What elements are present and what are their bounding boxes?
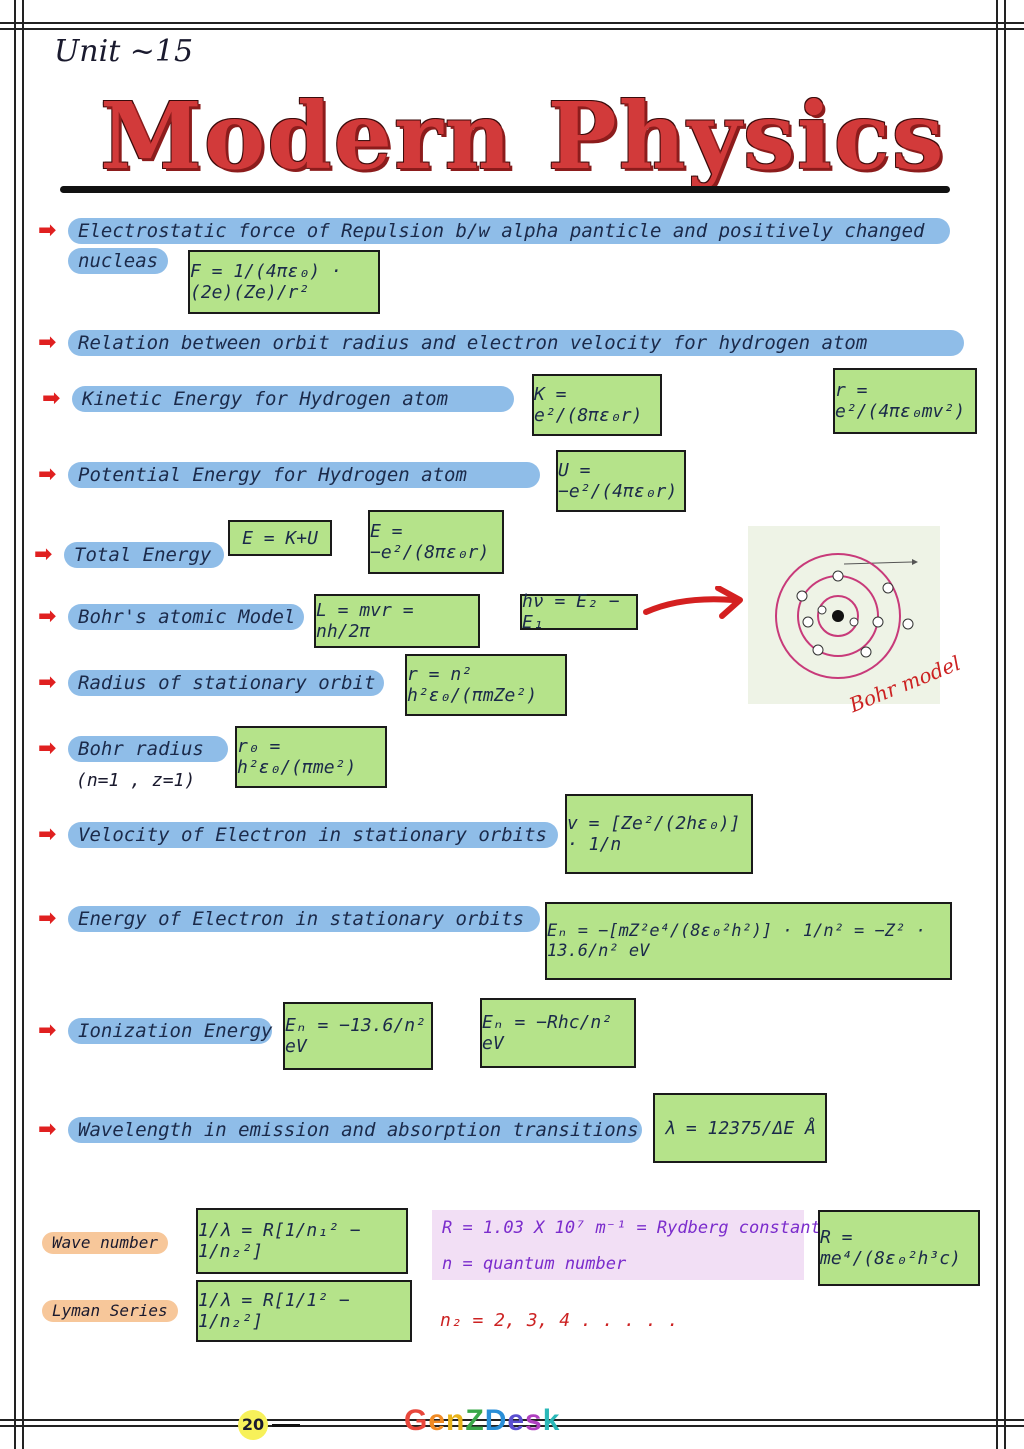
arrow-icon: ➡ [38, 462, 57, 487]
arrow-icon: ➡ [38, 736, 57, 761]
formula-kinetic: K = e²/(8πε₀r) [532, 374, 662, 436]
arrow-icon: ➡ [38, 822, 57, 847]
arrow-icon: ➡ [42, 386, 61, 411]
page-frame [996, 0, 998, 1449]
topic-coulomb: Electrostatic force of Repulsion b/w alp… [68, 218, 950, 244]
arrow-icon: ➡ [38, 218, 57, 243]
formula-wavelength: λ = 12375/ΔE Å [653, 1093, 827, 1163]
formula-velocity: v = [Ze²/(2hε₀)] · 1/n [565, 794, 753, 874]
formula-rydberg: R = me⁴/(8ε₀²h³c) [818, 1210, 980, 1286]
page-frame [1004, 0, 1006, 1449]
arrow-icon: ➡ [38, 670, 57, 695]
page-number-rule [272, 1424, 300, 1427]
formula-coulomb: F = 1/(4πε₀) · (2e)(Ze)/r² [188, 250, 380, 314]
arrow-icon: ➡ [38, 330, 57, 355]
page-frame [14, 0, 16, 1449]
formula-photon: hν = E₂ − E₁ [520, 591, 638, 633]
topic-ionization: Ionization Energy [68, 1018, 272, 1044]
pointer-arrow-icon [643, 586, 743, 619]
topic-coulomb-cont: nucleas [68, 248, 168, 274]
page-title: Modern Physics [100, 82, 946, 190]
topic-kinetic: Kinetic Energy for Hydrogen atom [72, 386, 514, 412]
formula-potential: U = −e²/(4πε₀r) [556, 450, 686, 512]
title-underline [60, 186, 950, 193]
page-frame [0, 28, 1024, 30]
label-lyman-series: Lyman Series [42, 1300, 178, 1322]
atom-diagram [775, 553, 918, 679]
rydberg-constant-note: R = 1.03 X 10⁷ m⁻¹ = Rydberg constant [442, 1218, 821, 1238]
formula-total-a: E = K+U [228, 520, 332, 556]
topic-energy: Energy of Electron in stationary orbits [68, 906, 540, 932]
topic-potential: Potential Energy for Hydrogen atom [68, 462, 540, 488]
unit-label: Unit ~15 [54, 34, 194, 69]
formula-stationary-radius: r = n² h²ε₀/(πmZe²) [405, 654, 567, 716]
topic-velocity: Velocity of Electron in stationary orbit… [68, 822, 558, 848]
label-wave-number: Wave number [42, 1232, 168, 1254]
topic-total-energy: Total Energy [64, 542, 224, 568]
bohr-model-diagram [748, 526, 940, 704]
quantum-number-note: n = quantum number [442, 1254, 627, 1274]
formula-energy: Eₙ = −[mZ²e⁴/(8ε₀²h²)] · 1/n² = −Z² · 13… [545, 902, 952, 980]
topic-radius-velocity: Relation between orbit radius and electr… [68, 330, 964, 356]
arrow-icon: ➡ [38, 604, 57, 629]
arrow-icon: ➡ [38, 1018, 57, 1043]
formula-orbit-radius: r = e²/(4πε₀mv²) [833, 368, 977, 434]
n2-values-note: n₂ = 2, 3, 4 . . . . . [440, 1310, 679, 1331]
topic-wavelength: Wavelength in emission and absorption tr… [68, 1117, 642, 1143]
brand-logo: GenZDesk [404, 1404, 561, 1437]
arrow-icon: ➡ [38, 906, 57, 931]
page-number: 20 [238, 1410, 268, 1440]
formula-wave-number: 1/λ = R[1/n₁² − 1/n₂²] [196, 1208, 408, 1274]
formula-lyman: 1/λ = R[1/1² − 1/n₂²] [196, 1280, 412, 1342]
formula-ionization-b: Eₙ = −Rhc/n² eV [480, 998, 636, 1068]
arrow-icon: ➡ [34, 542, 53, 567]
rydberg-note-box: R = 1.03 X 10⁷ m⁻¹ = Rydberg constant n … [432, 1210, 821, 1280]
formula-angular-momentum: L = mvr = nh/2π [314, 594, 480, 648]
formula-total-b: E = −e²/(8πε₀r) [368, 510, 504, 574]
formula-bohr-radius: r₀ = h²ε₀/(πme²) [235, 726, 387, 788]
page-frame [22, 0, 24, 1449]
page-frame [0, 1425, 1024, 1427]
formula-ionization-a: Eₙ = −13.6/n² eV [283, 1002, 433, 1070]
page-frame [0, 1419, 1024, 1421]
page-frame [0, 22, 1024, 24]
arrow-icon: ➡ [38, 1117, 57, 1142]
topic-bohr-model: Bohr's atomic Model [68, 604, 304, 630]
topic-bohr-radius: Bohr radius [68, 736, 228, 762]
topic-stationary-radius: Radius of stationary orbit [68, 670, 384, 696]
bohr-radius-condition: (n=1 , z=1) [76, 770, 196, 791]
